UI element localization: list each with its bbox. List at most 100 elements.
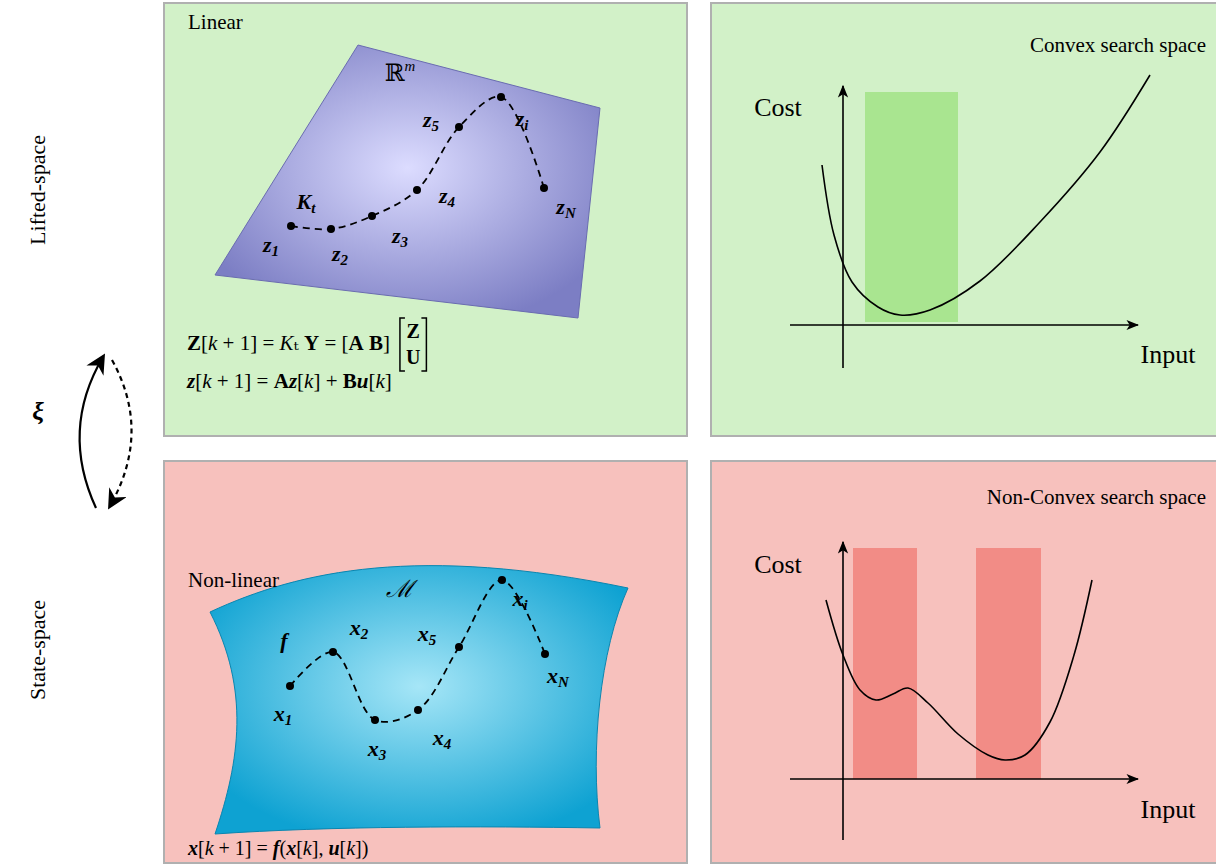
point-label: z2 (332, 241, 348, 266)
point-label: xN (547, 663, 569, 688)
lift-arrow (80, 357, 103, 508)
state-nonlinear-panel: ℳ Non-linear (163, 460, 688, 864)
label-slot: x4 (433, 725, 451, 754)
text-part: ℳ (386, 576, 414, 602)
axis-label: Cost (754, 93, 802, 122)
text-part: A (349, 331, 364, 355)
label-slot: Z[k + 1] = Kₜ Υ = [A B] (187, 331, 390, 356)
cost-axis (842, 86, 844, 368)
text-part: 2 (341, 252, 348, 268)
operator-label: Kt (297, 189, 316, 214)
text-part: Input (1141, 795, 1196, 824)
text-part: Cost (754, 550, 802, 579)
trajectory-point (286, 682, 294, 690)
text-part: ] (312, 837, 319, 859)
map-symbol: ξ (32, 397, 44, 426)
text-slot: Linear (188, 10, 243, 35)
label-slot: z[k + 1] = Az[k] + Bu[k] (187, 369, 392, 394)
label-slot: Lifted-space (25, 135, 51, 245)
label-slot: zi (516, 106, 529, 135)
text-part: [ (296, 837, 303, 859)
text-part: Cost (754, 93, 802, 122)
text-part: u (357, 369, 369, 393)
text-part: = (262, 331, 274, 355)
text-part: 2 (361, 626, 368, 642)
trajectory-point (414, 706, 422, 714)
text-part: Non-Convex search space (987, 485, 1206, 509)
equation: x[k + 1] = f(x[k], u[k]) (188, 837, 368, 859)
label-slot: z2 (332, 241, 348, 270)
text-part: x (274, 701, 285, 726)
text-part (230, 837, 235, 859)
text-part: B (343, 369, 357, 393)
axis-label: Cost (754, 550, 802, 579)
label-slot: Cost (754, 93, 802, 123)
trajectory (291, 97, 544, 230)
trajectory-point (371, 716, 379, 724)
label-slot: x1 (274, 701, 292, 730)
point-label: zi (516, 106, 529, 131)
label-slot: Input (1141, 340, 1196, 370)
point-label: z5 (423, 107, 439, 132)
text-part: x (350, 615, 361, 640)
text-part: z (263, 232, 272, 257)
text-part: x (368, 736, 379, 761)
label-slot: x[k + 1] = f(x[k], u[k]) (188, 837, 368, 860)
label-slot: z1 (263, 232, 279, 261)
axis-label: Input (1141, 340, 1196, 369)
text-part: x (188, 837, 198, 859)
text-part: 1 (240, 331, 251, 355)
text-part: k (205, 837, 214, 859)
text-part (319, 331, 324, 355)
text-part: 1 (272, 243, 279, 259)
text-part: 4 (444, 736, 451, 752)
text-part: ] (355, 837, 362, 859)
axis-label: Input (1141, 795, 1196, 824)
text-part: z (516, 106, 525, 131)
point-label: x2 (350, 615, 368, 640)
text-part: k (304, 369, 313, 393)
label-slot: Kt (297, 189, 316, 218)
text-part: A (274, 369, 289, 393)
text-part: z (332, 241, 341, 266)
text-part (299, 331, 304, 355)
text-part: N (558, 674, 569, 690)
space-symbol: ℳ (386, 576, 414, 602)
text-part (268, 369, 273, 393)
text-part (268, 837, 273, 859)
text-part (336, 331, 341, 355)
text-part: z (289, 369, 297, 393)
text-part: x (547, 663, 558, 688)
plane-outline (212, 40, 607, 325)
trajectory-point (368, 212, 376, 220)
trajectory-point (329, 648, 337, 656)
convex-panel: Convex search space (710, 2, 1216, 437)
label-slot: xi (512, 586, 527, 615)
text-part: K (280, 331, 294, 355)
text-part (217, 331, 222, 355)
trajectory-point (327, 225, 335, 233)
text-part: = (257, 369, 269, 393)
text-slot: Non-linear (188, 568, 279, 593)
point-label: xi (512, 586, 527, 611)
text-part: 5 (432, 118, 439, 134)
label-slot: z3 (392, 223, 408, 252)
vector-space-plane: ℝm (212, 40, 607, 325)
text-part: ( (279, 837, 286, 859)
label-slot: U (406, 346, 420, 369)
text-part: x (433, 725, 444, 750)
text-part: f (273, 837, 280, 859)
text-part: Z (406, 320, 419, 342)
trajectory (290, 580, 545, 722)
text-part: Non-linear (188, 568, 279, 592)
text-part: k (303, 837, 312, 859)
text-part: Υ (304, 331, 319, 355)
label-slot: z5 (423, 107, 439, 136)
text-part: ] (313, 369, 320, 393)
text-part: ) (362, 837, 369, 859)
text-part: z (556, 194, 565, 219)
text-part: Convex search space (1030, 33, 1206, 57)
text-part: + (217, 369, 229, 393)
trajectory-point (498, 576, 506, 584)
text-part: [ (342, 331, 349, 355)
